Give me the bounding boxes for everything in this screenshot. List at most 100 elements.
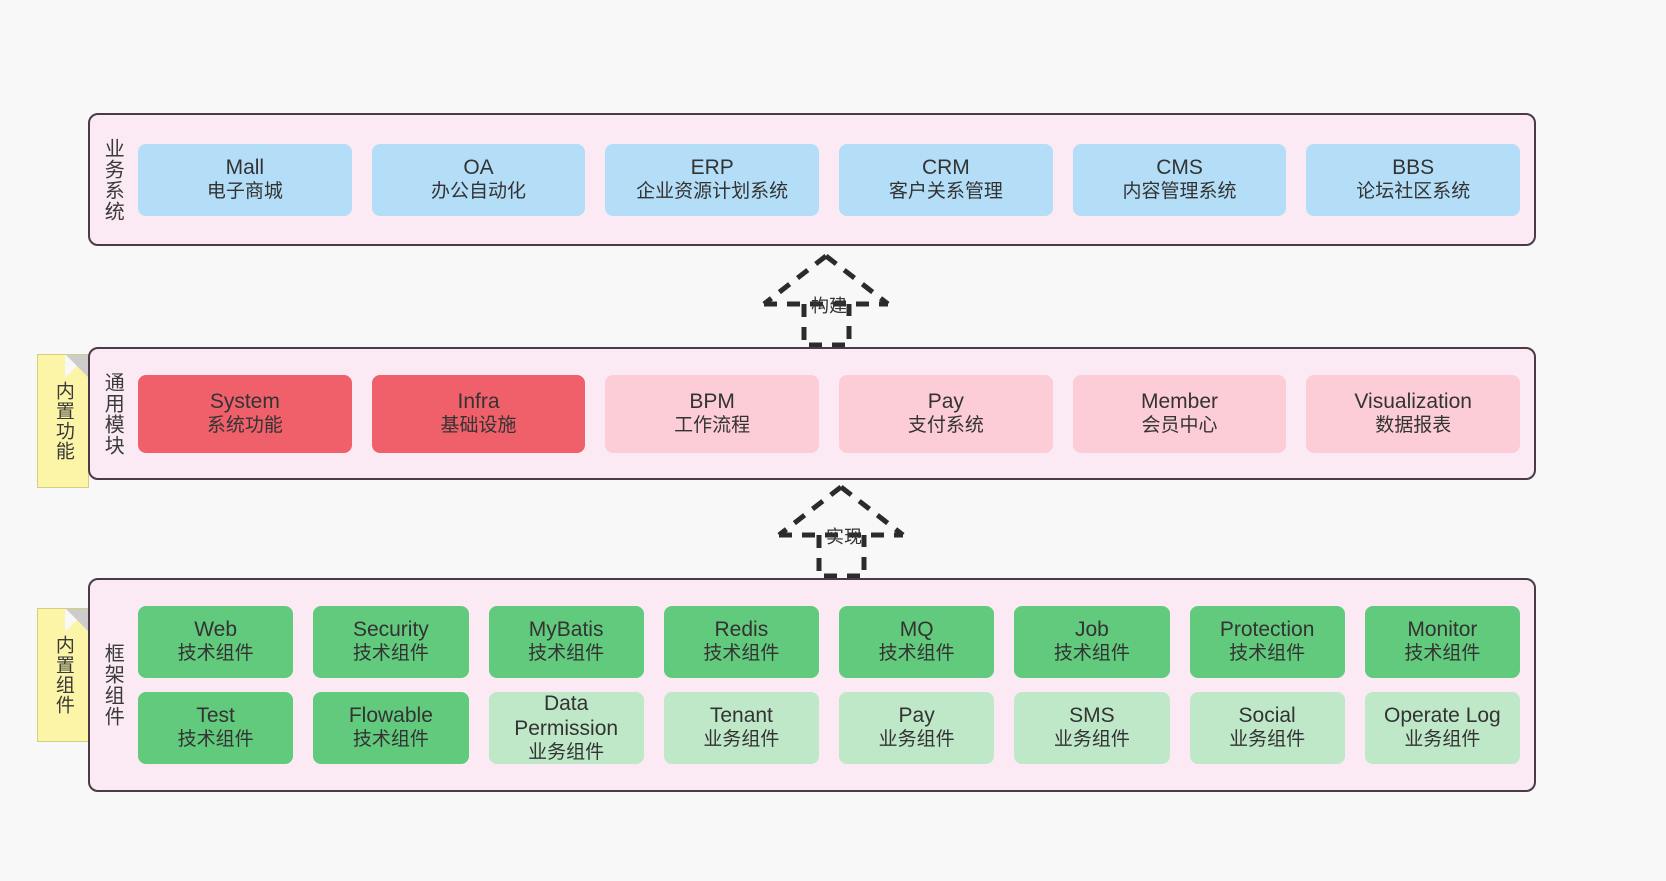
- note-text: 内置功能: [52, 381, 74, 461]
- card-title-en: OA: [463, 155, 494, 179]
- card-title-en: Test: [196, 704, 235, 728]
- card-title-cn: 支付系统: [907, 414, 984, 436]
- layer-framework-title: 框架组件: [101, 643, 124, 727]
- component-card-redis[interactable]: Redis 技术组件: [663, 606, 819, 678]
- card-title-en: Job: [1074, 618, 1109, 642]
- component-card-mybatis[interactable]: MyBatis 技术组件: [488, 606, 644, 678]
- card-title-cn: 技术组件: [352, 643, 429, 665]
- card-title-cn: 办公自动化: [431, 180, 527, 202]
- card-title-en: Security: [352, 618, 429, 642]
- card-title-en: Pay: [898, 704, 935, 728]
- card-title-en: Monitor: [1407, 618, 1478, 642]
- component-card-web[interactable]: Web 技术组件: [138, 606, 294, 678]
- card-title-en: System: [209, 389, 280, 413]
- card-title-cn: 业务组件: [1053, 729, 1130, 751]
- card-title-en: Flowable: [348, 704, 433, 728]
- card-title-en: Member: [1141, 389, 1219, 413]
- note-builtin-components: 内置组件: [37, 608, 89, 742]
- business-card-erp[interactable]: ERP 企业资源计划系统: [605, 143, 820, 216]
- business-row: Mall 电子商城 OA 办公自动化 ERP 企业资源计划系统 CRM 客户关系…: [138, 143, 1521, 216]
- card-title-cn: 技术组件: [703, 643, 780, 665]
- card-title-en: Operate Log: [1383, 704, 1501, 728]
- card-title-cn: 技术组件: [177, 643, 254, 665]
- note-text: 内置组件: [52, 635, 74, 715]
- card-title-en: CMS: [1156, 155, 1203, 179]
- card-title-en: Visualization: [1354, 389, 1472, 413]
- card-title-cn: 内容管理系统: [1122, 180, 1237, 202]
- component-card-data-permission[interactable]: Data Permission 业务组件: [488, 692, 644, 764]
- layer-common-title: 通用模块: [101, 371, 124, 456]
- card-title-cn: 业务组件: [1404, 729, 1481, 751]
- component-card-tenant[interactable]: Tenant 业务组件: [663, 692, 819, 764]
- connector-build-label: 构建: [811, 296, 847, 316]
- card-title-en: Redis: [714, 618, 769, 642]
- note-builtin-features: 内置功能: [37, 354, 89, 488]
- card-title-cn: 基础设施: [440, 414, 517, 436]
- card-title-en: BPM: [689, 389, 735, 413]
- card-title-cn: 业务组件: [1229, 729, 1306, 751]
- layer-framework-body: Web 技术组件 Security 技术组件 MyBatis 技术组件 Redi…: [134, 580, 1534, 790]
- module-card-system[interactable]: System 系统功能: [138, 374, 352, 453]
- business-card-bbs[interactable]: BBS 论坛社区系统: [1306, 143, 1521, 216]
- card-title-en: Infra: [457, 389, 500, 413]
- component-card-security[interactable]: Security 技术组件: [313, 606, 469, 678]
- card-title-en: Social: [1238, 704, 1296, 728]
- card-title-en: SMS: [1069, 704, 1115, 728]
- business-card-oa[interactable]: OA 办公自动化: [371, 143, 586, 216]
- framework-tech-row: Web 技术组件 Security 技术组件 MyBatis 技术组件 Redi…: [138, 606, 1520, 678]
- component-card-operate-log[interactable]: Operate Log 业务组件: [1364, 692, 1520, 764]
- module-card-visualization[interactable]: Visualization 数据报表: [1306, 374, 1521, 453]
- common-row: System 系统功能 Infra 基础设施 BPM 工作流程 Pay 支付系统…: [138, 374, 1521, 453]
- card-title-en: Web: [194, 618, 238, 642]
- component-card-flowable[interactable]: Flowable 技术组件: [313, 692, 469, 764]
- component-card-sms[interactable]: SMS 业务组件: [1014, 692, 1170, 764]
- component-card-protection[interactable]: Protection 技术组件: [1189, 606, 1345, 678]
- layer-business-body: Mall 电子商城 OA 办公自动化 ERP 企业资源计划系统 CRM 客户关系…: [134, 115, 1534, 244]
- business-card-cms[interactable]: CMS 内容管理系统: [1072, 143, 1287, 216]
- card-title-cn: 技术组件: [352, 729, 429, 751]
- component-card-social[interactable]: Social 业务组件: [1189, 692, 1345, 764]
- card-title-cn: 技术组件: [177, 729, 254, 751]
- card-title-cn: 工作流程: [674, 414, 751, 436]
- card-title-en: ERP: [690, 155, 734, 179]
- layer-business-title: 业务系统: [101, 137, 124, 222]
- card-title-en: Mall: [225, 155, 265, 179]
- card-title-en: Pay: [927, 389, 964, 413]
- component-card-job[interactable]: Job 技术组件: [1014, 606, 1170, 678]
- card-title-en: BBS: [1392, 155, 1435, 179]
- card-title-cn: 技术组件: [1229, 643, 1306, 665]
- card-title-cn: 技术组件: [878, 643, 955, 665]
- module-card-pay[interactable]: Pay 支付系统: [839, 374, 1053, 453]
- card-title-cn: 客户关系管理: [888, 180, 1003, 202]
- connector-implement-label: 实现: [826, 527, 862, 547]
- card-title-en: Data Permission: [514, 692, 619, 740]
- card-title-en: CRM: [921, 155, 970, 179]
- module-card-member[interactable]: Member 会员中心: [1072, 374, 1287, 453]
- card-title-cn: 技术组件: [1053, 643, 1130, 665]
- layer-business-systems: 业务系统 Mall 电子商城 OA 办公自动化 ERP 企业资源计划系统 CRM…: [88, 113, 1536, 246]
- business-card-mall[interactable]: Mall 电子商城: [138, 143, 352, 216]
- component-card-pay[interactable]: Pay 业务组件: [839, 692, 995, 764]
- card-title-en: MQ: [899, 618, 934, 642]
- card-title-cn: 论坛社区系统: [1356, 180, 1471, 202]
- component-card-monitor[interactable]: Monitor 技术组件: [1364, 606, 1520, 678]
- card-title-en: Tenant: [709, 704, 773, 728]
- layer-framework-components: 框架组件 Web 技术组件 Security 技术组件 MyBatis 技术组件…: [88, 578, 1536, 792]
- business-card-crm[interactable]: CRM 客户关系管理: [839, 143, 1053, 216]
- card-title-cn: 企业资源计划系统: [636, 180, 789, 202]
- card-title-cn: 系统功能: [206, 414, 283, 436]
- card-title-en: MyBatis: [528, 618, 604, 642]
- component-card-mq[interactable]: MQ 技术组件: [839, 606, 995, 678]
- module-card-infra[interactable]: Infra 基础设施: [371, 374, 586, 453]
- layer-common-modules: 通用模块 System 系统功能 Infra 基础设施 BPM 工作流程 Pay…: [88, 347, 1536, 480]
- connector-implement-arrow: [751, 483, 931, 579]
- framework-business-row: Test 技术组件 Flowable 技术组件 Data Permission …: [138, 692, 1520, 764]
- card-title-cn: 会员中心: [1141, 414, 1218, 436]
- module-card-bpm[interactable]: BPM 工作流程: [605, 374, 820, 453]
- card-title-cn: 技术组件: [1404, 643, 1481, 665]
- card-title-cn: 业务组件: [528, 741, 605, 763]
- connector-build-arrow: [736, 252, 916, 348]
- layer-common-body: System 系统功能 Infra 基础设施 BPM 工作流程 Pay 支付系统…: [134, 349, 1534, 478]
- component-card-test[interactable]: Test 技术组件: [138, 692, 294, 764]
